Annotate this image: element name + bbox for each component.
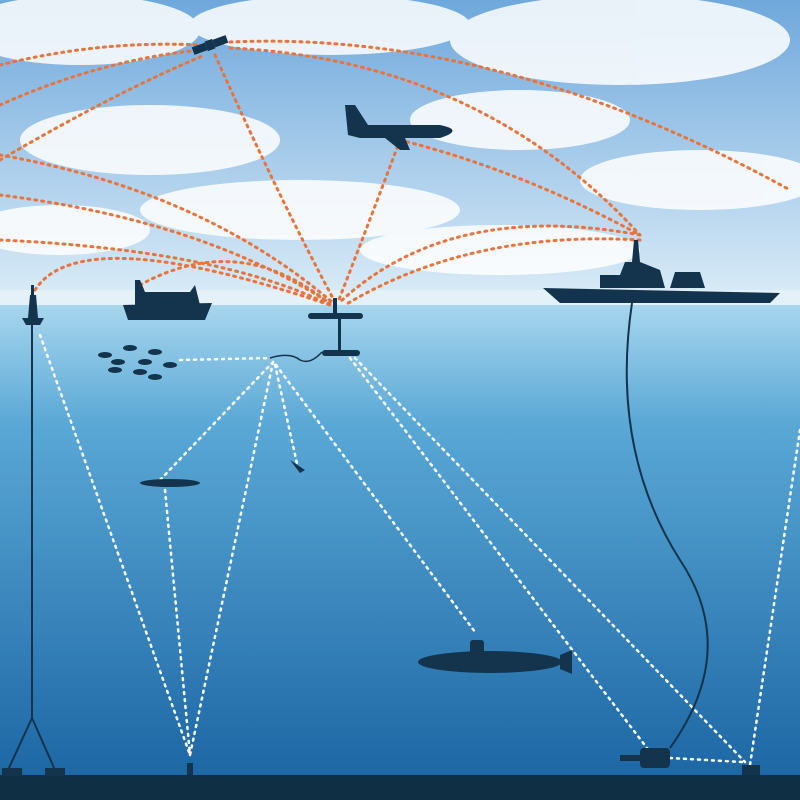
auv-icon xyxy=(140,479,200,487)
diver-icon xyxy=(290,460,305,473)
radio-link xyxy=(138,260,332,306)
moored-sensor-icon xyxy=(2,325,65,776)
radio-link xyxy=(0,53,207,162)
fishing-boat-icon xyxy=(123,280,212,320)
acoustic-link xyxy=(163,488,192,757)
radio-link xyxy=(338,224,642,304)
seabed xyxy=(0,775,800,800)
radio-link xyxy=(213,53,337,304)
radio-link xyxy=(0,48,202,107)
radio-link xyxy=(228,39,792,192)
radio-link xyxy=(228,46,642,237)
acoustic-link xyxy=(158,360,275,482)
surface-buoy-icon xyxy=(22,285,44,325)
satellite-icon xyxy=(191,35,229,55)
acoustic-link xyxy=(668,756,744,764)
acoustic-link xyxy=(38,333,192,757)
radio-link xyxy=(0,42,202,67)
radio-link xyxy=(0,193,332,305)
radio-link xyxy=(33,256,332,307)
rov-icon xyxy=(620,748,670,768)
radio-link xyxy=(343,237,642,307)
fish-school-icon xyxy=(98,345,177,380)
submarine-icon xyxy=(418,640,572,674)
acoustic-link xyxy=(353,356,747,764)
acoustic-link xyxy=(348,356,652,754)
tether-cable xyxy=(625,302,709,749)
air-links xyxy=(0,39,792,307)
warship-icon xyxy=(543,240,780,303)
sea xyxy=(0,305,800,780)
seabed-node-icon xyxy=(187,763,193,775)
radio-link xyxy=(0,153,334,304)
gateway-buoy-icon xyxy=(308,298,363,356)
seabed-node-icon xyxy=(742,765,760,775)
underwater-links xyxy=(38,333,800,767)
acoustic-link xyxy=(178,356,272,362)
radio-link xyxy=(398,138,642,237)
acoustic-link xyxy=(748,428,800,767)
radio-link xyxy=(336,138,402,304)
acoustic-link xyxy=(274,363,477,634)
radio-link xyxy=(0,238,332,307)
gateway-cable xyxy=(269,351,323,363)
airplane-icon xyxy=(345,105,453,150)
